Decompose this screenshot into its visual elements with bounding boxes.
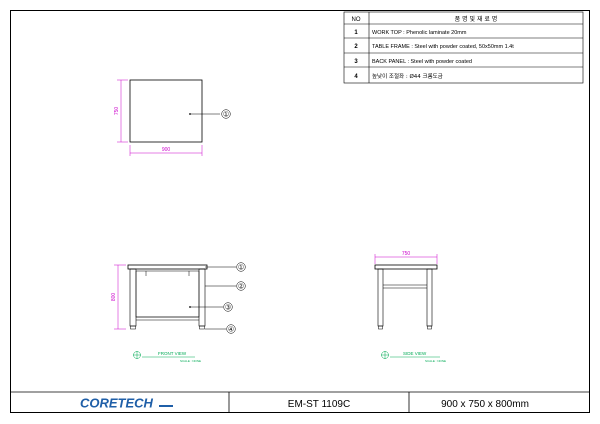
parts-row-4-desc: 높낮이 조절좌 : Ø44 크롬도금 bbox=[372, 72, 443, 80]
parts-row-2-desc: TABLE FRAME : Steel with powder coated, … bbox=[372, 44, 514, 50]
plan-depth-label: 750 bbox=[114, 107, 120, 116]
plan-depth-dimension bbox=[117, 79, 128, 143]
side-depth-dimension bbox=[374, 254, 438, 264]
parts-table-header-no: NO bbox=[352, 17, 361, 23]
front-view bbox=[127, 264, 208, 330]
parts-row-2-no: 2 bbox=[354, 44, 358, 50]
svg-text:③: ③ bbox=[225, 304, 231, 312]
drawing-sheet bbox=[10, 10, 590, 413]
plan-width-dimension bbox=[129, 145, 203, 156]
plan-view-top bbox=[129, 79, 203, 143]
parts-row-1-no: 1 bbox=[354, 30, 358, 36]
parts-table-header-desc: 품 명 및 재 료 명 bbox=[455, 15, 498, 23]
svg-text:FRONT VIEW: FRONT VIEW bbox=[158, 351, 187, 356]
parts-row-3-desc: BACK PANEL : Steel with powder coated bbox=[372, 59, 472, 65]
brand-logo: CORETECH bbox=[80, 396, 154, 411]
parts-row-3-no: 3 bbox=[354, 59, 358, 65]
parts-row-1-desc: WORK TOP : Phenolic laminate 20mm bbox=[372, 30, 467, 36]
plan-callout: ① bbox=[223, 111, 229, 119]
side-view-label: SIDE VIEW SCALE : NONE bbox=[381, 351, 446, 363]
plan-callout-circle bbox=[221, 109, 231, 119]
front-callout-4: ④ bbox=[226, 324, 236, 334]
front-callout-3: ③ bbox=[223, 302, 233, 312]
svg-text:④: ④ bbox=[228, 326, 234, 334]
plan-width-label: 900 bbox=[162, 147, 171, 153]
title-block bbox=[10, 391, 590, 413]
front-callout-1: ① bbox=[236, 262, 246, 272]
svg-text:SIDE VIEW: SIDE VIEW bbox=[403, 351, 427, 356]
plan-view: ① 900 750 bbox=[114, 79, 231, 156]
front-height-dimension bbox=[114, 264, 126, 330]
front-view-label: FRONT VIEW SCALE : NONE bbox=[133, 351, 201, 363]
front-callout-2: ② bbox=[236, 281, 246, 291]
svg-text:SCALE : NONE: SCALE : NONE bbox=[180, 359, 201, 363]
front-height-label: 800 bbox=[111, 293, 117, 302]
parts-table bbox=[343, 11, 584, 84]
side-depth-label: 750 bbox=[402, 251, 411, 257]
svg-text:SCALE : NONE: SCALE : NONE bbox=[425, 359, 446, 363]
front-callout-leaders bbox=[190, 266, 236, 330]
brand-logo-underline bbox=[159, 405, 173, 407]
side-view bbox=[374, 264, 438, 330]
model-number: EM-ST 1109C bbox=[288, 399, 350, 410]
svg-text:②: ② bbox=[238, 283, 244, 291]
svg-text:①: ① bbox=[238, 264, 244, 272]
parts-row-4-no: 4 bbox=[354, 74, 358, 80]
product-size: 900 x 750 x 800mm bbox=[441, 399, 529, 410]
